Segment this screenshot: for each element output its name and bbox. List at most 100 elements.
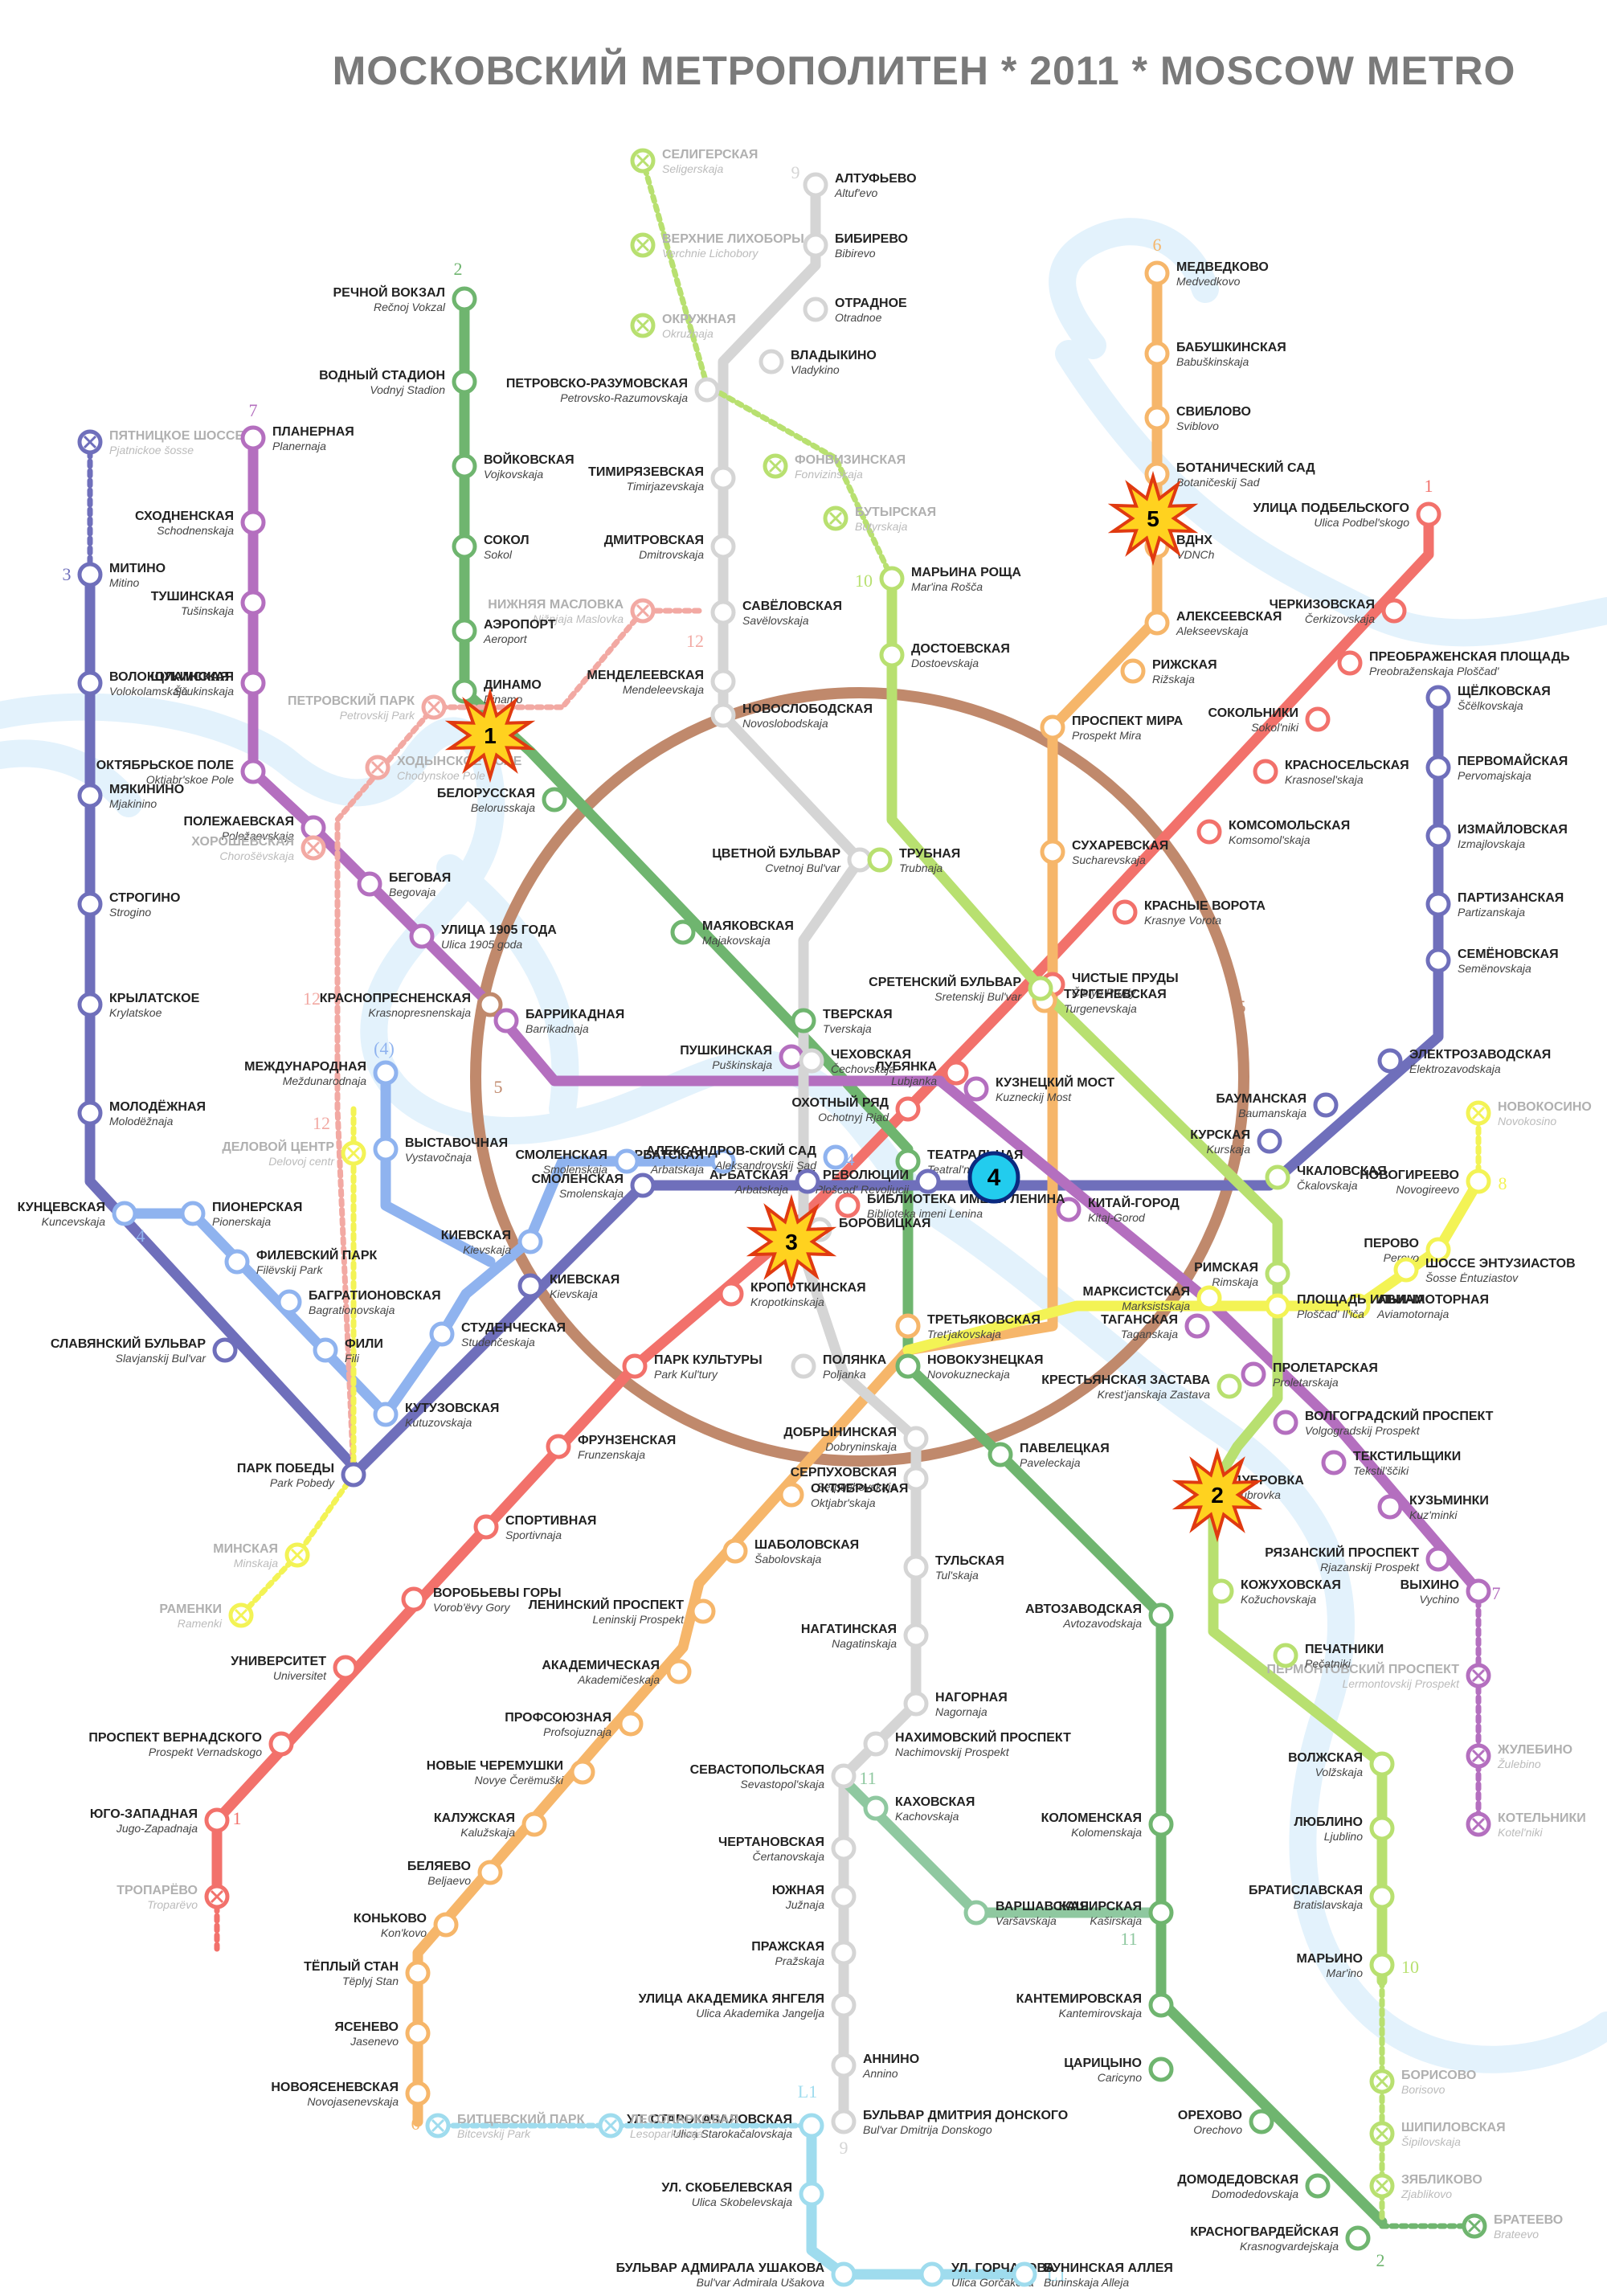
station-marker[interactable] [805, 174, 826, 195]
station-marker[interactable] [673, 922, 693, 943]
station-marker[interactable] [1468, 1581, 1489, 1602]
station-marker[interactable] [1151, 1995, 1172, 2016]
station-marker[interactable] [833, 2111, 854, 2132]
station-preobr[interactable]: ПРЕОБРАЖЕНСКАЯ ПЛОЩАДЬPreobraženskaja Pl… [1339, 650, 1570, 677]
station-marker[interactable] [801, 2115, 822, 2136]
station-marker[interactable] [454, 620, 475, 641]
station-marker[interactable] [1147, 263, 1167, 284]
station-marker[interactable] [865, 1733, 886, 1754]
station-marker[interactable] [375, 1404, 396, 1425]
station-marker[interactable] [833, 1766, 854, 1786]
station-marker[interactable] [407, 1962, 428, 1983]
station-marker[interactable] [1380, 1050, 1401, 1071]
station-marker[interactable] [1147, 343, 1167, 364]
station-marker[interactable] [669, 1661, 689, 1682]
station-marker[interactable] [431, 1324, 452, 1344]
station-semen[interactable]: СЕМЁНОВСКАЯSemënovskaja [1428, 947, 1559, 975]
station-proletar[interactable]: ПРОЛЕТАРСКАЯProletarskaja [1243, 1361, 1378, 1389]
station-konkovo[interactable]: КОНЬКОВОKon'kovo [354, 1912, 456, 1939]
station-marker[interactable] [435, 1914, 456, 1935]
station-marker[interactable] [524, 1814, 545, 1835]
station-marker[interactable] [833, 1838, 854, 1859]
station-ushakova[interactable]: БУЛЬВАР АДМИРАЛА УШАКОВАBul'var Admirala… [616, 2261, 854, 2289]
station-marker[interactable] [793, 1356, 814, 1377]
station-petrovraz[interactable]: ПЕТРОВСКО-РАЗУМОВСКАЯPetrovsko-Razumovsk… [506, 377, 718, 404]
station-marker[interactable] [881, 568, 902, 589]
station-marker[interactable] [80, 994, 100, 1015]
station-marker[interactable] [761, 351, 782, 372]
station-marker[interactable] [1418, 504, 1439, 525]
station-marker[interactable] [1339, 653, 1360, 673]
station-marker[interactable] [1147, 612, 1167, 633]
station-marker[interactable] [1267, 1295, 1288, 1316]
station-marker[interactable] [303, 817, 324, 838]
station-sport[interactable]: СПОРТИВНАЯSportivnaja [476, 1514, 596, 1541]
station-altufevo[interactable]: АЛТУФЬЕВОAltuf'evo [805, 172, 917, 199]
station-marker[interactable] [243, 428, 264, 448]
station-marker[interactable] [1219, 1376, 1240, 1397]
station-marker[interactable] [1255, 761, 1276, 782]
station-sviblovo[interactable]: СВИБЛОВОSviblovo [1147, 405, 1251, 432]
station-marker[interactable] [243, 673, 264, 694]
station-marker[interactable] [781, 1046, 802, 1067]
station-biblenin[interactable]: БИБЛИОТЕКА ИМЕНИ ЛЕНИНАBiblioteka imeni … [837, 1193, 1065, 1220]
station-marker[interactable] [713, 602, 734, 623]
station-marker[interactable] [869, 849, 890, 870]
station-oktyabr[interactable]: ОКТЯБРЬСКАЯOktjabr'skaja [781, 1482, 908, 1509]
station-marker[interactable] [833, 2264, 854, 2285]
station-marker[interactable] [1243, 1364, 1264, 1385]
station-volgpr[interactable]: ВОЛГОГРАДСКИЙ ПРОСПЕКТVolgogradskij Pros… [1275, 1408, 1494, 1437]
station-marker[interactable] [922, 2264, 943, 2285]
station-otradnoe[interactable]: ОТРАДНОЕOtradnoe [805, 297, 907, 324]
incident-badge-marker[interactable]: 4 [970, 1153, 1018, 1201]
station-marker[interactable] [906, 1693, 926, 1714]
station-marker[interactable] [206, 1810, 227, 1831]
station-marker[interactable] [1042, 841, 1063, 862]
station-marker[interactable] [881, 645, 902, 665]
station-voikov[interactable]: ВОЙКОВСКАЯVojkovskaja [454, 452, 575, 481]
station-marker[interactable] [616, 1151, 637, 1172]
station-marker[interactable] [906, 1557, 926, 1578]
station-marker[interactable] [833, 2055, 854, 2076]
station-marker[interactable] [548, 1436, 569, 1457]
station-molodezh[interactable]: МОЛОДЁЖНАЯMolodëžnaja [80, 1099, 206, 1128]
station-marker[interactable] [454, 456, 475, 477]
station-marker[interactable] [243, 592, 264, 613]
station-marker[interactable] [1275, 1645, 1296, 1666]
station-marker[interactable] [1014, 2264, 1035, 2285]
station-marker[interactable] [1307, 2175, 1328, 2196]
station-marker[interactable] [496, 1010, 517, 1031]
station-vykhino[interactable]: ВЫХИНОVychino [1401, 1578, 1489, 1606]
station-yasenevo[interactable]: ЯСЕНЕВОJasenevo [334, 2020, 428, 2048]
station-ryazpr[interactable]: РЯЗАНСКИЙ ПРОСПЕКТRjazanskij Prospekt [1265, 1545, 1449, 1574]
station-alekseev[interactable]: АЛЕКСЕЕВСКАЯAlekseevskaja [1147, 610, 1282, 637]
station-minsk[interactable]: МИНСКАЯMinskaja [213, 1542, 308, 1570]
station-tulsk[interactable]: ТУЛЬСКАЯTul'skaja [906, 1554, 1004, 1582]
station-bdonsk[interactable]: БУЛЬВАР ДМИТРИЯ ДОНСКОГОBul'var Dmitrija… [833, 2109, 1068, 2136]
station-marker[interactable] [375, 1062, 396, 1083]
station-lermont[interactable]: ПЕРМОНТОВСКИЙ ПРОСПЕКТLermontovskij Pros… [1266, 1661, 1489, 1690]
station-marker[interactable] [1428, 825, 1449, 846]
station-rechvokz[interactable]: РЕЧНОЙ ВОКЗАЛRečnoj Vokzal [333, 284, 476, 313]
station-okruzh[interactable]: ОКРУЖНАЯOkružnaja [632, 313, 736, 340]
station-savel[interactable]: САВЁЛОВСКАЯSavëlovskaja [713, 599, 842, 627]
station-marker[interactable] [1151, 1902, 1172, 1923]
station-novoyas[interactable]: НОВОЯСЕНЕВСКАЯNovojasenevskaja [271, 2081, 428, 2108]
station-marker[interactable] [1428, 1549, 1449, 1570]
station-marker[interactable] [906, 1428, 926, 1449]
station-marker[interactable] [1396, 1259, 1417, 1280]
station-marker[interactable] [721, 1283, 742, 1304]
station-borisovo[interactable]: БОРИСОВОBorisovo [1372, 2069, 1476, 2096]
station-marker[interactable] [454, 536, 475, 557]
station-skhodn[interactable]: СХОДНЕНСКАЯSchodnenskaja [135, 510, 264, 537]
station-marroshcha[interactable]: МАРЬИНА РОЩАMar'ina Rošča [881, 566, 1021, 593]
